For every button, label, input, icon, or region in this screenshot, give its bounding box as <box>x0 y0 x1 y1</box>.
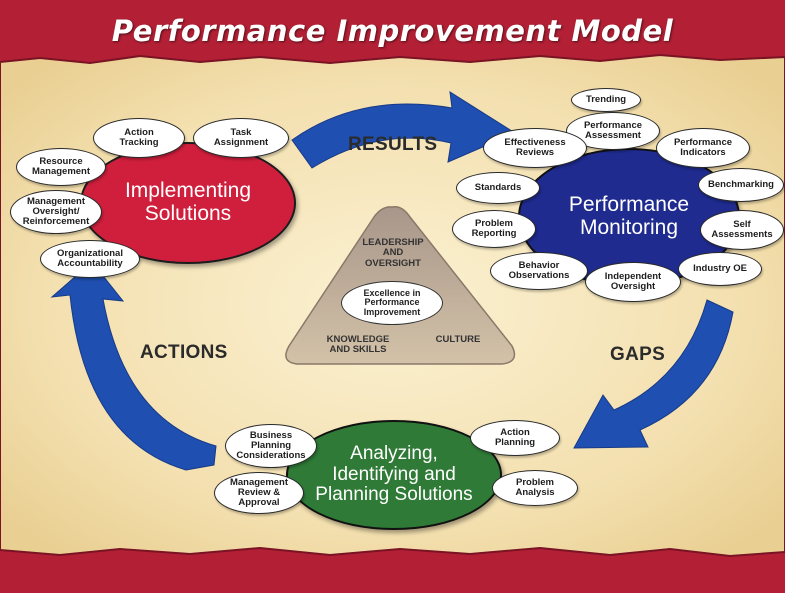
resource-management-oval: Resource Management <box>16 148 106 186</box>
management-review-oval: Management Review & Approval <box>214 472 304 514</box>
triangle-bottom-left-label: KNOWLEDGE AND SKILLS <box>326 334 390 356</box>
gaps-arrow <box>573 299 734 449</box>
action-tracking-oval: Action Tracking <box>93 118 185 158</box>
self-assessments-oval: Self Assessments <box>700 210 784 250</box>
industry-oe-oval: Industry OE <box>678 252 762 286</box>
benchmarking-oval: Benchmarking <box>698 168 784 202</box>
page-title: Performance Improvement Model <box>111 14 674 48</box>
independent-oversight-oval: Independent Oversight <box>585 262 681 302</box>
triangle-center-oval: Excellence in Performance Improvement <box>341 281 443 325</box>
actions-label: ACTIONS <box>140 342 228 363</box>
effectiveness-reviews-oval: Effectiveness Reviews <box>483 128 587 168</box>
performance-indicators-oval: Performance Indicators <box>656 128 750 168</box>
task-assignment-oval: Task Assignment <box>193 118 289 158</box>
triangle-bottom-right-label: CULTURE <box>435 334 481 345</box>
trending-oval: Trending <box>571 88 641 112</box>
behavior-observations-oval: Behavior Observations <box>490 252 588 290</box>
results-label: RESULTS <box>348 134 438 155</box>
management-oversight-oval: Management Oversight/ Reinforcement <box>10 190 102 234</box>
business-planning-oval: Business Planning Considerations <box>225 424 317 468</box>
performance-assessment-oval: Performance Assessment <box>566 112 660 150</box>
action-planning-oval: Action Planning <box>470 420 560 456</box>
problem-reporting-oval: Problem Reporting <box>452 210 536 248</box>
standards-oval: Standards <box>456 172 540 204</box>
gaps-label: GAPS <box>610 344 666 365</box>
problem-analysis-oval: Problem Analysis <box>492 470 578 506</box>
organizational-accountability-oval: Organizational Accountability <box>40 240 140 278</box>
analyzing-planning-hub: Analyzing, Identifying and Planning Solu… <box>286 420 502 530</box>
triangle-top-label: LEADERSHIP AND OVERSIGHT <box>362 237 424 269</box>
actions-arrow <box>50 261 217 471</box>
